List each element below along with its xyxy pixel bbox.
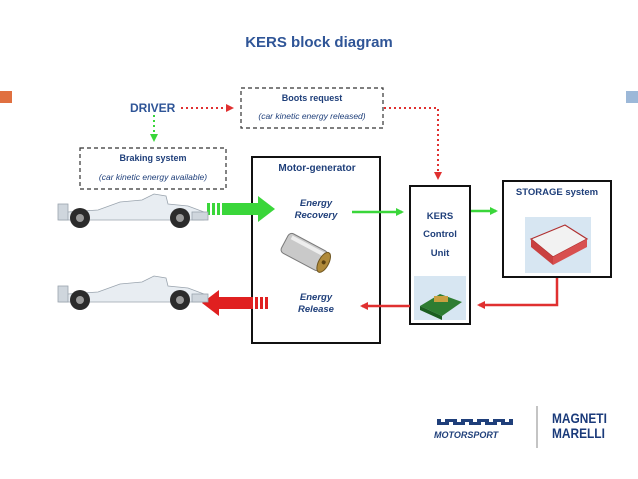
driver-label: DRIVER — [130, 101, 176, 115]
boost-request-label: Boots request — [281, 93, 343, 103]
kers-line2: Control — [423, 229, 457, 240]
storage-system-label: STORAGE system — [515, 187, 599, 198]
motor-generator-title: Motor-generator — [278, 163, 356, 174]
electric-motor-icon — [280, 232, 331, 273]
accent-square-left — [0, 91, 12, 103]
braking-system-sub: (car kinetic energy available) — [98, 172, 208, 182]
magneti-line: MAGNETI — [552, 410, 607, 426]
boost-to-kers-arrow — [384, 107, 442, 180]
energy-release-line1: Energy — [299, 292, 333, 303]
braking-system-box — [79, 147, 227, 190]
motorsport-logo-icon — [437, 417, 513, 427]
boost-request-sub: (car kinetic energy released) — [258, 111, 366, 121]
boost-request-box — [240, 87, 384, 129]
energy-release-line2: Release — [298, 304, 334, 315]
f1-car-icon — [57, 275, 209, 310]
marelli-line: MARELLI — [552, 425, 605, 441]
motorsport-logo-text: MOTORSPORT — [434, 430, 499, 440]
accent-square-right — [626, 91, 638, 103]
diagram-title: KERS block diagram — [245, 34, 393, 51]
magneti-marelli-logo: MAGNETI MARELLI — [552, 411, 607, 441]
kers-line1: KERS — [426, 211, 454, 222]
kers-line3: Unit — [430, 248, 450, 259]
recovery-input-arrow — [207, 196, 275, 222]
f1-car-icon — [57, 193, 209, 228]
energy-recovery-label: Energy Recovery — [278, 198, 354, 222]
energy-release-label: Energy Release — [278, 292, 354, 316]
energy-recovery-line2: Recovery — [294, 210, 338, 221]
energy-recovery-line1: Energy — [299, 198, 333, 209]
storage-to-kers-arrow — [477, 278, 559, 309]
control-unit-icon — [414, 276, 466, 320]
braking-system-label: Braking system — [119, 153, 187, 163]
battery-pack-icon — [525, 217, 591, 273]
release-output-arrow — [202, 290, 268, 316]
